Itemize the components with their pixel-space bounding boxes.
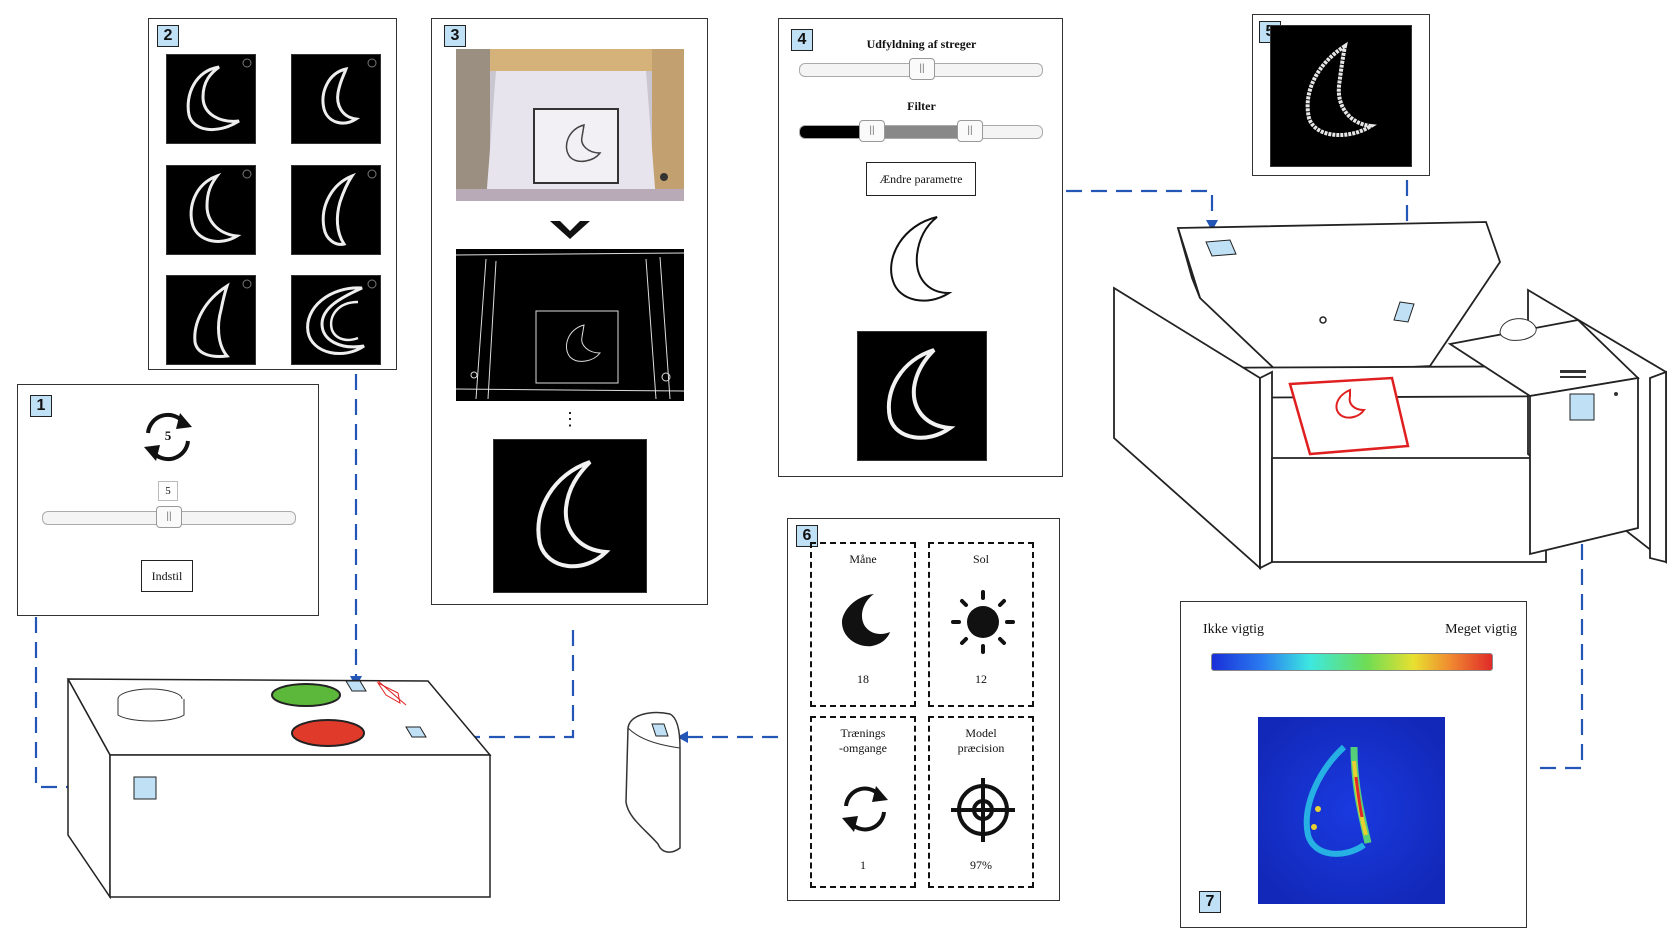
panel-number: 6 [796,525,818,547]
speaker-illustration [625,711,681,853]
target-icon [951,778,1015,842]
panel-camera-processing: 3 ⋮ [431,18,708,605]
processed-drawing [493,439,647,593]
filter-label: Filter [907,99,936,113]
arcade-box-illustration [66,678,492,900]
change-parameters-button[interactable]: Ændre parametre [866,162,976,196]
stat-title: Måne [849,552,877,566]
refresh-icon [144,412,192,462]
stat-title: Sol [972,552,989,566]
stat-value: 18 [857,672,869,686]
set-button[interactable]: Indstil [141,560,193,592]
sample-image[interactable] [166,275,256,365]
laser-cutter-illustration [1113,221,1667,571]
stat-card-moon: Måne 18 [810,542,916,707]
legend-high-label: Meget vigtig [1445,622,1517,637]
panel-number: 1 [30,395,52,417]
panel-rounds-setting: 1 5 5 || Indstil [17,384,319,616]
stat-title-line2: præcision [957,741,1005,755]
panel-number: 7 [1199,891,1221,913]
panel-number: 2 [157,25,179,47]
stat-value: 97% [970,858,992,872]
sun-icon [951,590,1015,654]
panel-drawing-samples: 2 [148,18,397,370]
heatmap-image [1258,717,1445,904]
camera-photo [456,49,684,201]
sample-image[interactable] [291,275,381,365]
ellipsis-dots: ⋮ [561,409,579,429]
stroke-fill-label: Udfyldning af streger [866,37,977,51]
importance-color-bar [1211,653,1493,671]
stat-card-training-rounds: Trænings -omgange 1 [810,716,916,888]
moon-outline-preview [890,216,953,302]
stat-value: 1 [860,858,866,872]
legend-low-label: Ikke vigtig [1203,622,1265,637]
filter-min-thumb[interactable]: || [859,120,885,142]
rounds-slider-thumb[interactable]: || [156,506,182,528]
stat-title-line1: Trænings [840,726,886,740]
slider-value-box: 5 [158,481,178,501]
stat-card-model-precision: Model præcision 97% [928,716,1034,888]
panel-number: 4 [791,29,813,51]
rounds-icon-value: 5 [164,428,172,443]
stat-card-sun: Sol 12 [928,542,1034,707]
sample-image[interactable] [291,165,381,255]
sample-image[interactable] [166,54,256,144]
input-drawing [1270,25,1412,167]
refresh-icon [842,786,888,832]
stat-title-line1: Model [965,726,997,740]
panel-importance-heatmap: Ikke vigtig Meget vigtig 7 [1180,601,1527,928]
edge-detection-image [455,249,685,401]
sample-image[interactable] [291,54,381,144]
filtered-preview [857,331,987,461]
filter-max-thumb[interactable]: || [957,120,983,142]
chevron-down-icon [550,221,590,239]
stat-value: 12 [975,672,987,686]
panel-number: 3 [444,25,466,47]
stroke-slider-thumb[interactable]: || [909,58,935,80]
moon-icon [842,594,890,647]
panel-parameters: 4 Udfyldning af streger || Filter || || … [778,18,1063,477]
panel-statistics: 6 Måne 18 Sol 12 Trænings -omgange [787,518,1060,901]
filter-slider-track[interactable] [799,125,1043,139]
panel-input-image: 5 [1252,14,1430,176]
sample-image[interactable] [166,165,256,255]
stat-title-line2: -omgange [839,741,887,755]
